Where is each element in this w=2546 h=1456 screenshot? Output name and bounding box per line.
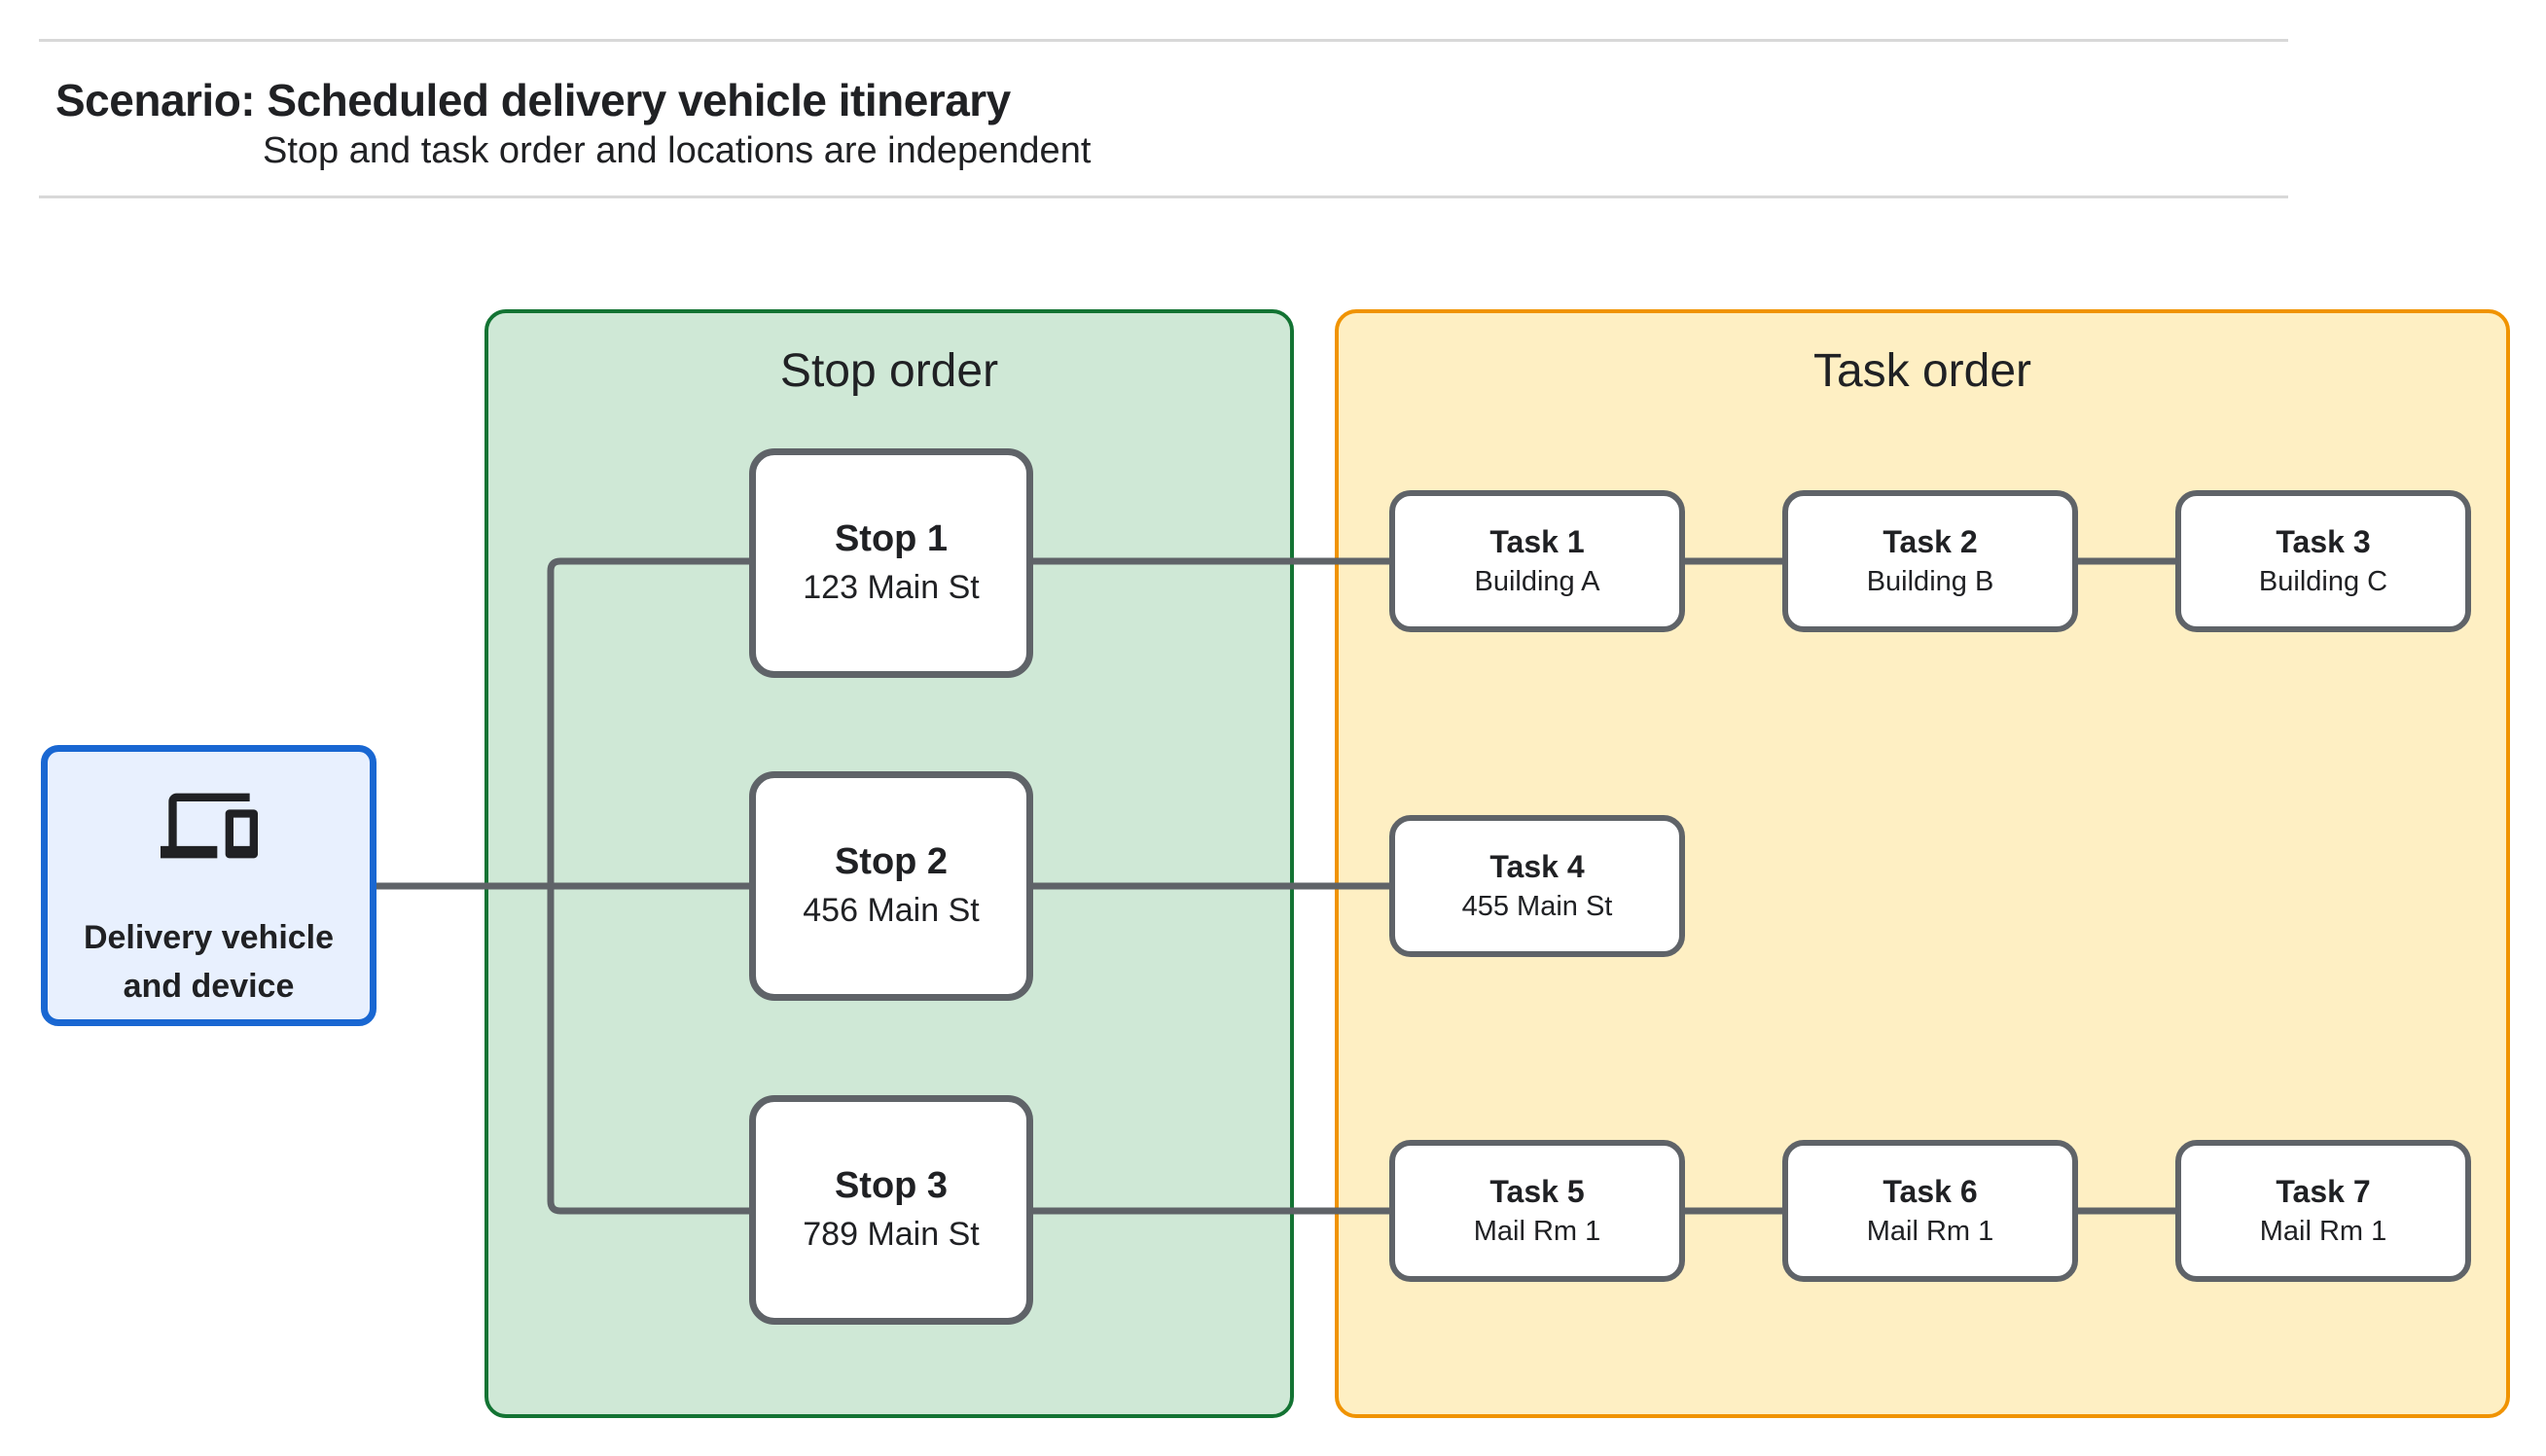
stop-location: 789 Main St xyxy=(803,1216,980,1253)
stop-node-2: Stop 2 456 Main St xyxy=(749,771,1033,1001)
task-node-6: Task 6 Mail Rm 1 xyxy=(1782,1140,2078,1282)
stop-node-1: Stop 1 123 Main St xyxy=(749,448,1033,678)
stop-name: Stop 1 xyxy=(834,518,949,559)
vehicle-label-line2: and device xyxy=(123,968,295,1005)
bottom-divider xyxy=(39,195,2288,198)
stop-node-3: Stop 3 789 Main St xyxy=(749,1095,1033,1325)
stop-location: 123 Main St xyxy=(803,569,980,606)
task-node-7: Task 7 Mail Rm 1 xyxy=(2175,1140,2471,1282)
task-location: Building B xyxy=(1866,566,1994,597)
task-node-5: Task 5 Mail Rm 1 xyxy=(1389,1140,1685,1282)
task-node-2: Task 2 Building B xyxy=(1782,490,2078,632)
vehicle-label: Delivery vehicle and device xyxy=(84,913,334,1011)
stop-location: 456 Main St xyxy=(803,892,980,929)
connector-trunk-stop1-stop3 xyxy=(547,557,749,1215)
task-location: Building C xyxy=(2258,566,2388,597)
stop-name: Stop 3 xyxy=(834,1165,949,1206)
task-node-4: Task 4 455 Main St xyxy=(1389,815,1685,957)
task-name: Task 1 xyxy=(1489,524,1585,559)
delivery-vehicle-node: Delivery vehicle and device xyxy=(41,745,377,1026)
task-location: Building A xyxy=(1474,566,1600,597)
task-name: Task 2 xyxy=(1883,524,1978,559)
task-name: Task 3 xyxy=(2276,524,2371,559)
devices-icon xyxy=(160,793,258,859)
task-name: Task 4 xyxy=(1489,849,1585,884)
vehicle-label-line1: Delivery vehicle xyxy=(83,919,335,956)
task-order-panel-title: Task order xyxy=(1812,345,2032,397)
stop-name: Stop 2 xyxy=(834,841,949,882)
stop-order-panel-title: Stop order xyxy=(779,345,999,397)
page-title: Scenario: Scheduled delivery vehicle iti… xyxy=(55,75,1011,125)
task-location: Mail Rm 1 xyxy=(1866,1216,1994,1247)
task-location: Mail Rm 1 xyxy=(2259,1216,2387,1247)
task-node-3: Task 3 Building C xyxy=(2175,490,2471,632)
task-name: Task 6 xyxy=(1883,1174,1978,1209)
task-location: Mail Rm 1 xyxy=(1473,1216,1601,1247)
task-name: Task 7 xyxy=(2276,1174,2371,1209)
task-node-1: Task 1 Building A xyxy=(1389,490,1685,632)
task-location: 455 Main St xyxy=(1461,891,1613,922)
page-subtitle: Stop and task order and locations are in… xyxy=(263,130,1092,171)
top-divider xyxy=(39,39,2288,42)
task-name: Task 5 xyxy=(1489,1174,1585,1209)
